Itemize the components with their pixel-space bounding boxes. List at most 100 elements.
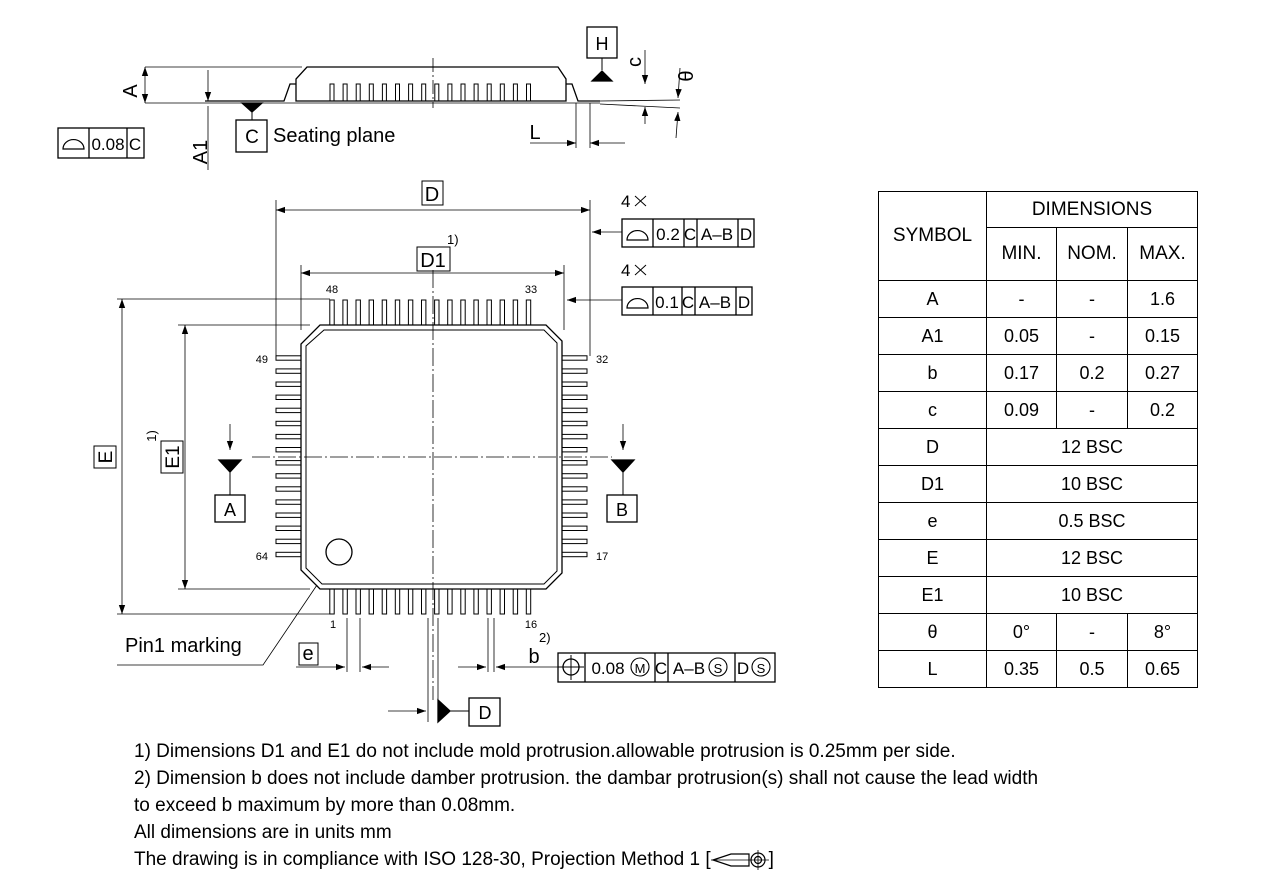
lead-right — [561, 433, 588, 440]
span-cell: 10 BSC — [986, 465, 1198, 503]
lead-top — [407, 299, 414, 326]
datum-a-triangle — [217, 459, 243, 473]
nom-cell: 0.2 — [1056, 354, 1128, 392]
lead-right — [561, 499, 588, 505]
lead-top — [394, 299, 401, 326]
lead-right — [561, 355, 588, 361]
fcf-pos-mod-s1: S — [714, 661, 723, 676]
datum-c-triangle — [240, 102, 264, 113]
fcf2-datum-c: C — [682, 293, 694, 312]
fcf-pos-mod-m: M — [635, 661, 646, 676]
side-lead — [473, 83, 479, 102]
span-cell: 10 BSC — [986, 576, 1198, 614]
multiplier-2-num: 4 — [621, 261, 630, 280]
symbol-cell: b — [878, 354, 987, 392]
note-1: 1) Dimensions D1 and E1 do not include m… — [134, 741, 956, 762]
side-lead — [460, 83, 466, 102]
lead-left — [275, 473, 302, 479]
lead-right — [561, 407, 588, 414]
note-units: All dimensions are in units mm — [134, 822, 392, 843]
lead-right — [566, 83, 600, 102]
dim-e1-label: E1 — [163, 445, 184, 468]
dim-b-label: b — [528, 646, 539, 668]
fcf-profile-0.2 — [621, 218, 755, 248]
lead-bottom — [525, 588, 532, 615]
datum-h-letter: H — [596, 34, 609, 54]
max-cell: 0.2 — [1127, 391, 1198, 429]
lead-right — [561, 512, 588, 518]
side-lead — [355, 83, 361, 102]
side-lead — [342, 83, 348, 102]
span-cell: 12 BSC — [986, 539, 1198, 577]
dim-d-label: D — [425, 184, 439, 206]
min-header: MIN. — [986, 227, 1057, 281]
fcf-pos-value: 0.08 — [591, 659, 624, 678]
lead-top — [342, 299, 348, 326]
symbol-cell: E1 — [878, 576, 987, 614]
fcf2-value: 0.1 — [655, 293, 679, 312]
max-cell: 8° — [1127, 613, 1198, 651]
lead-bottom — [460, 588, 466, 615]
datum-c-box — [235, 119, 268, 153]
datum-b-letter: B — [616, 500, 628, 520]
lead-left — [275, 381, 302, 387]
nom-cell: - — [1056, 280, 1128, 318]
lead-bottom — [394, 588, 401, 615]
pin-16-label: 16 — [525, 619, 537, 631]
lead-top — [486, 299, 492, 326]
side-lead — [499, 83, 505, 102]
dim-e-pitch-box — [298, 642, 319, 666]
nom-cell: - — [1056, 391, 1128, 429]
side-lead — [447, 83, 453, 102]
fcf1-datum-c: C — [684, 225, 696, 244]
lead-right — [561, 394, 588, 401]
pin-64-label: 64 — [256, 551, 268, 563]
flatness-datum: C — [129, 135, 141, 154]
lead-right — [561, 486, 588, 492]
min-cell: 0° — [986, 613, 1057, 651]
datum-c-letter: C — [245, 127, 259, 148]
min-cell: 0.09 — [986, 391, 1057, 429]
side-lead — [395, 83, 400, 102]
dim-a-label: A — [120, 84, 142, 98]
symbol-cell: θ — [878, 613, 987, 651]
datum-b-triangle — [610, 459, 636, 473]
lead-right — [561, 460, 588, 466]
dim-e-pitch-label: e — [302, 643, 313, 665]
lead-left — [275, 407, 302, 414]
lead-right — [561, 447, 588, 453]
compliance-text: The drawing is in compliance with ISO 12… — [134, 849, 711, 870]
pin1-marking-label: Pin1 marking — [125, 635, 242, 657]
fcf2-datum-ab: A–B — [699, 293, 731, 312]
dim-e-box — [93, 445, 117, 469]
lead-bottom — [499, 588, 506, 615]
lead-bottom — [486, 588, 492, 615]
fcf1-datum-d: D — [740, 225, 752, 244]
top-view — [93, 180, 776, 727]
flatness-frame — [57, 127, 145, 159]
lead-top — [512, 299, 519, 326]
fcf1-datum-ab: A–B — [701, 225, 733, 244]
dim-d1-box — [416, 246, 451, 272]
lead-top — [368, 299, 375, 326]
dim-d1-label: D1 — [420, 250, 446, 272]
max-header: MAX. — [1127, 227, 1198, 281]
symbol-header: SYMBOL — [878, 191, 987, 281]
dim-theta-label: θ — [676, 70, 698, 81]
notes: 1) Dimensions D1 and E1 do not include m… — [134, 738, 1234, 873]
nom-cell: - — [1056, 613, 1128, 651]
lead-bottom — [473, 588, 479, 615]
profile-icon — [62, 139, 85, 150]
lead-bottom — [447, 588, 453, 615]
top-view-labels: D D1 1) 4 4 0.2 C A–B D 0.1 C A–B D 48 3… — [96, 184, 766, 723]
dim-e-outer-label: E — [96, 451, 117, 464]
lead-top — [525, 299, 532, 326]
dim-l-label: L — [529, 122, 540, 144]
pin-leads — [275, 299, 588, 615]
